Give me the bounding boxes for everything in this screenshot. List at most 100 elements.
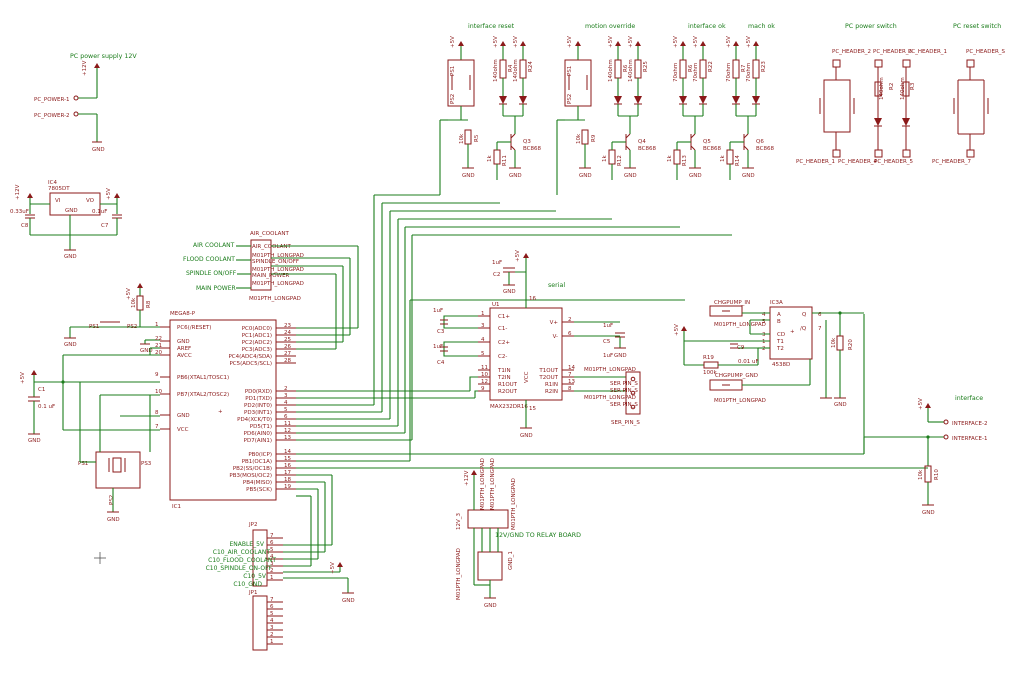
svg-text:PS3: PS3 bbox=[141, 461, 152, 467]
mcu-pin-label: PD0(RXD) bbox=[245, 389, 272, 395]
jp2-pin-num: 1 bbox=[270, 575, 274, 581]
svg-text:Q6: Q6 bbox=[756, 139, 764, 145]
led-icon bbox=[732, 96, 740, 104]
base-resistor[interactable] bbox=[726, 149, 734, 165]
jp2-body[interactable] bbox=[252, 529, 268, 587]
pc-header-pad[interactable] bbox=[902, 59, 911, 68]
interface-connector: interface +5V INTERFACE-2 INTERFACE-1 10… bbox=[863, 395, 988, 516]
mcu-pin-num: 12 bbox=[284, 428, 291, 434]
resistor-r19[interactable] bbox=[703, 361, 719, 369]
svg-text:ENABLE_5V: ENABLE_5V bbox=[229, 541, 264, 548]
pc-header-pad[interactable] bbox=[832, 149, 841, 158]
crystal-body[interactable] bbox=[95, 451, 141, 489]
svg-text:0.1uF: 0.1uF bbox=[92, 209, 107, 215]
svg-text:INTERFACE-2: INTERFACE-2 bbox=[952, 421, 988, 427]
svg-text:M01PTH_LONGPAD: M01PTH_LONGPAD bbox=[252, 253, 304, 259]
mcu-pin-num: 13 bbox=[284, 435, 291, 441]
svg-text:+12V: +12V bbox=[15, 184, 21, 200]
pad-interface-2[interactable] bbox=[943, 419, 949, 425]
svg-text:16: 16 bbox=[529, 296, 536, 302]
mcu-pin-label: PD2(INT0) bbox=[244, 403, 272, 409]
mcu-body[interactable] bbox=[169, 319, 277, 501]
base-resistor[interactable] bbox=[493, 149, 501, 165]
svg-text:1k: 1k bbox=[487, 155, 493, 162]
mcu-pin-num: 6 bbox=[284, 414, 288, 420]
svg-text:1uF: 1uF bbox=[603, 353, 613, 359]
mcu-pin-num: 20 bbox=[155, 350, 162, 356]
chgpump-in-pad[interactable] bbox=[709, 305, 743, 317]
led-resistor[interactable] bbox=[634, 59, 642, 79]
led-resistor[interactable] bbox=[679, 59, 687, 79]
svg-text:0.33uF: 0.33uF bbox=[10, 209, 29, 215]
coolant-header: AIR_COOLANT AIR_COOLANT M01PTH_LONGPAD S… bbox=[183, 231, 359, 349]
ic3a-body[interactable] bbox=[769, 306, 813, 360]
svg-text:GND: GND bbox=[342, 598, 355, 604]
svg-text:A: A bbox=[777, 312, 781, 318]
pc-header-pad[interactable] bbox=[832, 59, 841, 68]
pad-pc-power-2[interactable] bbox=[73, 111, 79, 117]
led-resistor[interactable] bbox=[499, 59, 507, 79]
svg-text:R11: R11 bbox=[502, 155, 508, 166]
supply-arrow-5v-reg bbox=[114, 193, 120, 198]
pad-pc-power-1[interactable] bbox=[73, 95, 79, 101]
relay-header-bottom[interactable] bbox=[477, 551, 503, 581]
svg-text:7: 7 bbox=[818, 326, 822, 332]
svg-text:GND: GND bbox=[140, 348, 153, 354]
pc-header-pad[interactable] bbox=[874, 149, 883, 158]
supply-arrow-12v bbox=[94, 63, 100, 68]
pc-power-pushbutton[interactable] bbox=[823, 79, 851, 133]
svg-text:R9: R9 bbox=[591, 134, 597, 142]
svg-text:+5V: +5V bbox=[726, 36, 732, 48]
led-icon bbox=[874, 118, 882, 126]
resistor-pb[interactable] bbox=[464, 129, 472, 145]
reset-header-bottom[interactable] bbox=[966, 149, 975, 158]
resistor-r8[interactable] bbox=[136, 295, 144, 311]
svg-text:+5V: +5V bbox=[674, 324, 680, 336]
mcu-pin-label: PD1(TXD) bbox=[245, 396, 272, 402]
svg-text:1k: 1k bbox=[667, 155, 673, 162]
max232-pin-label: R1OUT bbox=[498, 382, 518, 388]
mcu-pin-label: PC3(ADC3) bbox=[242, 347, 272, 353]
mcu-pin-num: 14 bbox=[284, 449, 291, 455]
mcu-pin-label: GND bbox=[177, 413, 190, 419]
led-resistor[interactable] bbox=[732, 59, 740, 79]
svg-text:R20: R20 bbox=[848, 339, 854, 350]
svg-text:R24: R24 bbox=[528, 61, 534, 72]
jp2-pin-num: 3 bbox=[270, 561, 274, 567]
relay-header-top[interactable] bbox=[467, 509, 509, 529]
svg-text:PC_HEADER_1: PC_HEADER_1 bbox=[796, 159, 835, 165]
label-pc-power-2: PC_POWER-2 bbox=[34, 113, 70, 119]
mcu-pin-label: PD4(XCK/T0) bbox=[237, 417, 272, 423]
led-resistor[interactable] bbox=[699, 59, 707, 79]
mcu-pin-label: PB6(XTAL1/TOSC1) bbox=[177, 375, 229, 381]
coolant-header-body[interactable] bbox=[250, 239, 272, 291]
svg-text:C10_FLOOD_COOLANT: C10_FLOOD_COOLANT bbox=[208, 557, 276, 564]
led-resistor[interactable] bbox=[614, 59, 622, 79]
reset-header-top[interactable] bbox=[966, 59, 975, 68]
led-resistor[interactable] bbox=[519, 59, 527, 79]
jp1-body[interactable] bbox=[252, 595, 268, 651]
max232-pin-num: 13 bbox=[568, 379, 575, 385]
serial-connector-body[interactable] bbox=[625, 371, 641, 415]
svg-text:SER PIN_S: SER PIN_S bbox=[610, 381, 638, 387]
svg-text:GND: GND bbox=[922, 510, 935, 516]
svg-text:PS1: PS1 bbox=[78, 461, 88, 467]
mcu-pin-label: PC1(ADC1) bbox=[242, 333, 272, 339]
base-resistor[interactable] bbox=[608, 149, 616, 165]
svg-text:3: 3 bbox=[762, 332, 766, 338]
svg-text:C10_SPINDLE_ON-OFF: C10_SPINDLE_ON-OFF bbox=[206, 565, 273, 572]
regulator-part: 7805DT bbox=[48, 186, 70, 192]
resistor-r20[interactable] bbox=[836, 335, 844, 351]
svg-text:PS1: PS1 bbox=[89, 324, 99, 330]
max232-pin-label: V- bbox=[553, 334, 558, 340]
pc-header-pad[interactable] bbox=[874, 59, 883, 68]
svg-text:10k: 10k bbox=[831, 337, 837, 348]
svg-text:INTERFACE-1: INTERFACE-1 bbox=[952, 436, 988, 442]
mcu-pin-label: GND bbox=[177, 339, 190, 345]
base-resistor[interactable] bbox=[673, 149, 681, 165]
pc-header-pad[interactable] bbox=[902, 149, 911, 158]
pad-interface-1[interactable] bbox=[943, 434, 949, 440]
led-resistor[interactable] bbox=[752, 59, 760, 79]
resistor-pb[interactable] bbox=[581, 129, 589, 145]
